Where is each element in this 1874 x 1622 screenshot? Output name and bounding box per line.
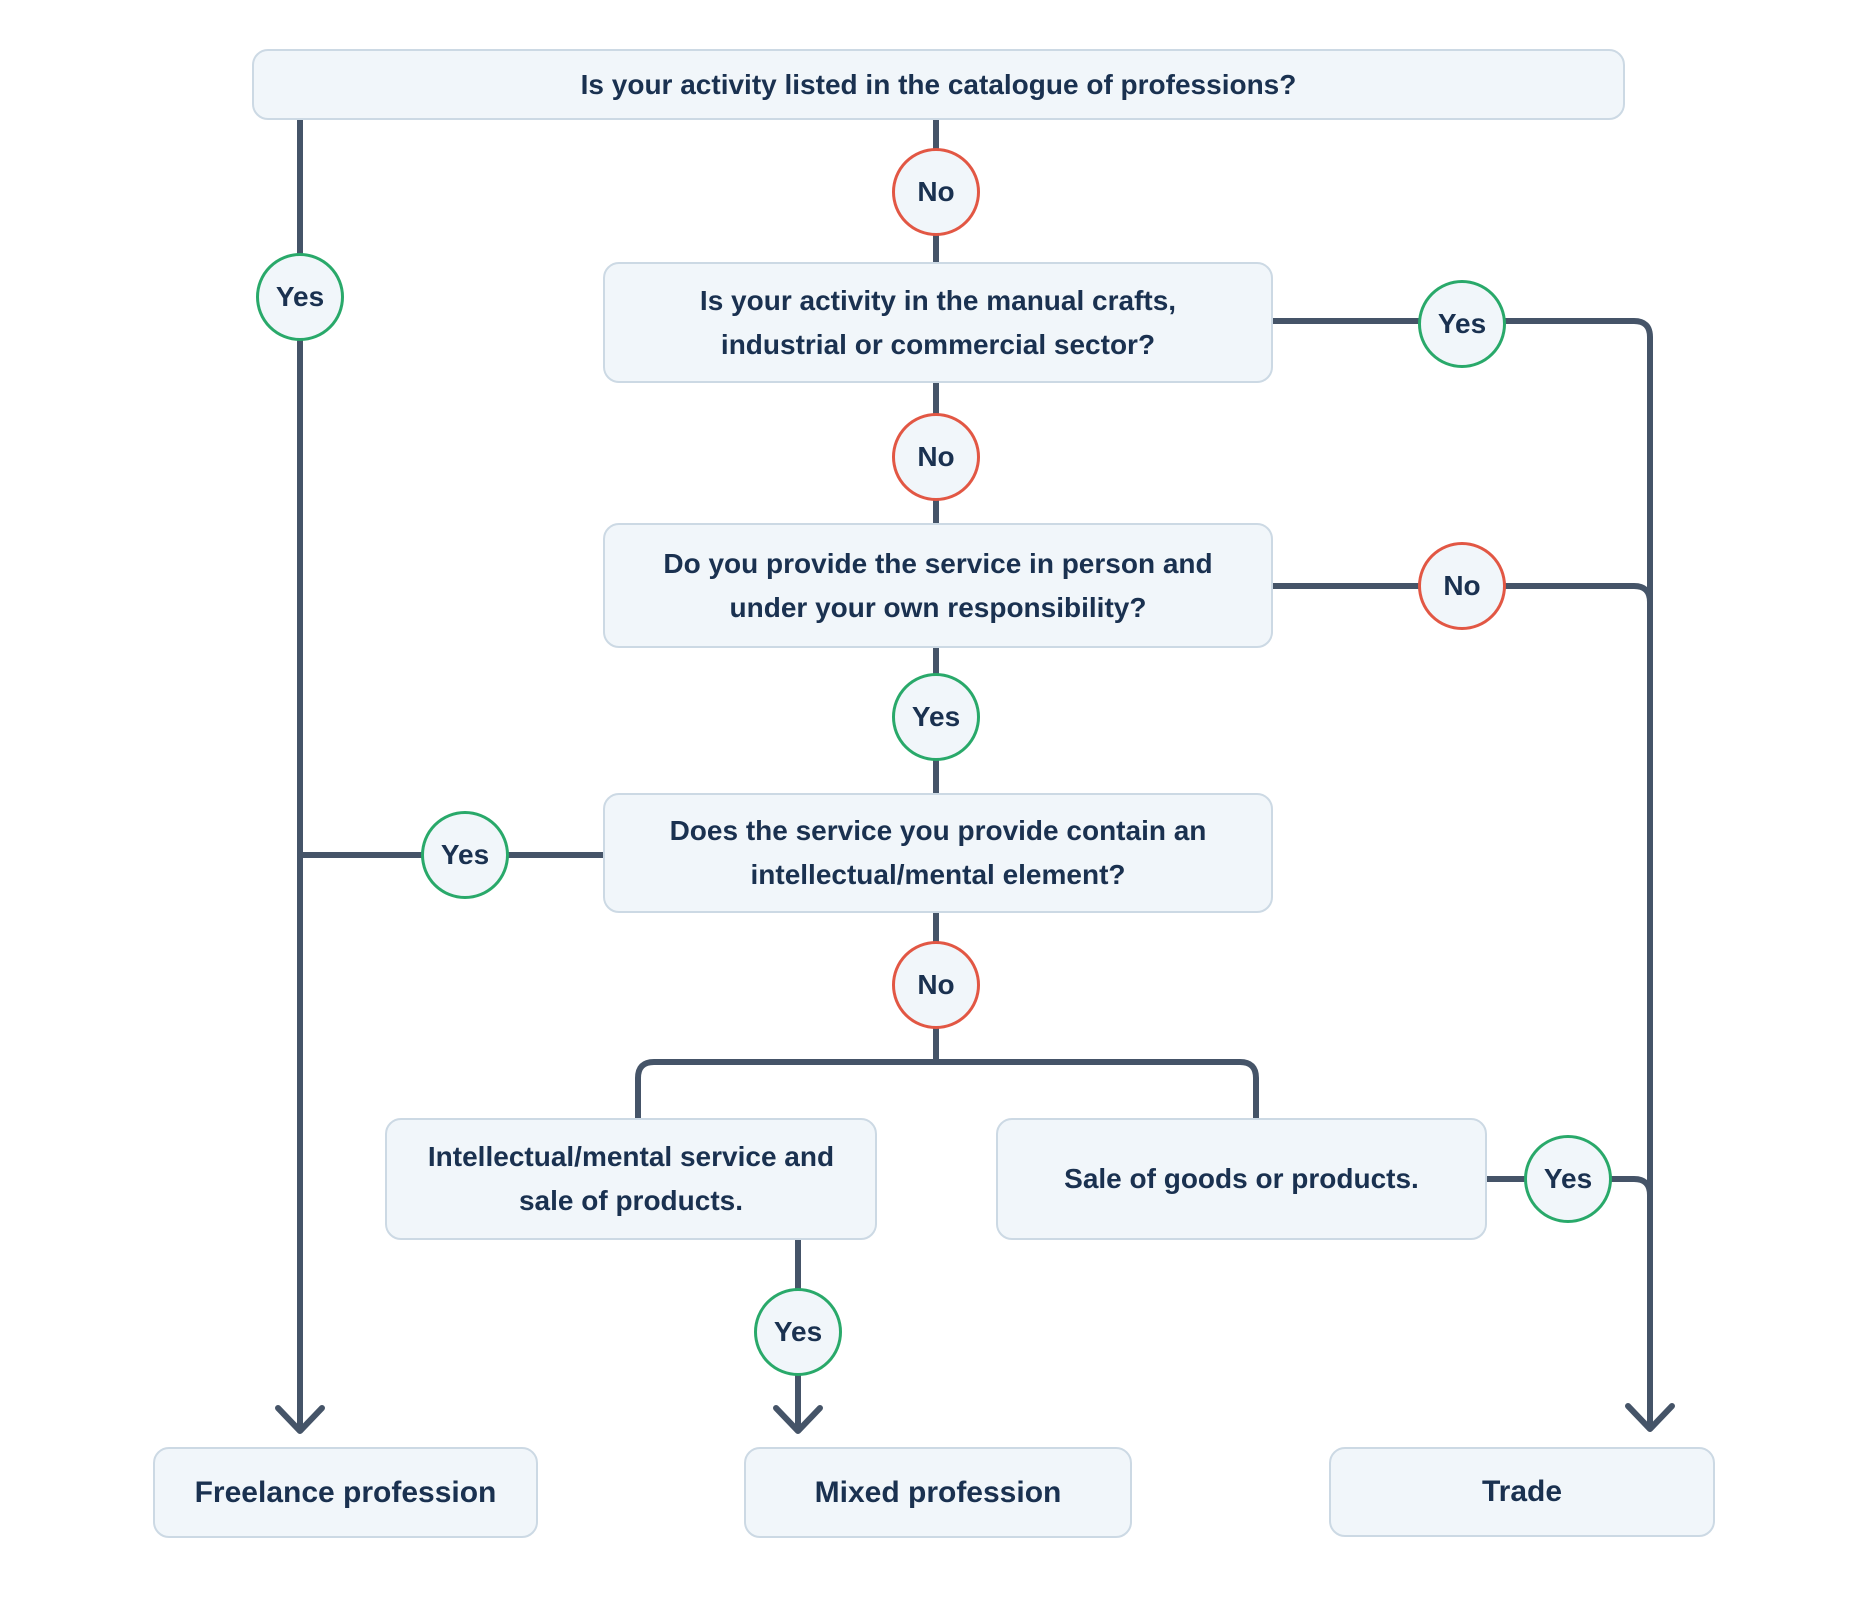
answer-badge-q3-yes: Yes [892,673,980,761]
answer-badge-q2-no: No [892,413,980,501]
connector-sale-yes-trade [1487,1176,1653,1196]
outcome-trade-label: Trade [1481,1475,1563,1508]
outcome-freelance-label: Freelance profession [194,1475,497,1509]
connector-q3-no-trade [1273,583,1653,603]
branch-box-intellectual-service-and-sale: Intellectual/mental service and sale of … [385,1118,877,1240]
decision-box-intellectual-element-line2: intellectual/mental element? [750,859,1126,890]
answer-badge-q2-yes: Yes [1418,280,1506,368]
connector-q2-yes-trade [1273,318,1653,1425]
connector-split-branches [635,1059,1259,1118]
outcome-mixed-label: Mixed profession [814,1475,1062,1509]
branch-box-intellectual-line1: Intellectual/mental service and [427,1141,835,1172]
arrowhead-trade [1625,1403,1675,1432]
branch-box-sale-text: Sale of goods or products. [1064,1163,1419,1194]
answer-badge-sale-yes: Yes [1524,1135,1612,1223]
outcome-box-trade: Trade [1329,1447,1715,1537]
decision-box-catalogue: Is your activity listed in the catalogue… [252,49,1625,120]
decision-box-in-person: Do you provide the service in person and… [603,523,1273,648]
outcome-box-freelance-profession: Freelance profession [153,1447,538,1538]
decision-box-intellectual-element: Does the service you provide contain an … [603,793,1273,913]
answer-badge-q4-yes: Yes [421,811,509,899]
answer-badge-q1-no: No [892,148,980,236]
decision-box-in-person-line1: Do you provide the service in person and [663,547,1213,579]
arrowhead-freelance [275,1405,325,1434]
decision-box-intellectual-element-line1: Does the service you provide contain an [669,815,1207,846]
answer-badge-q1-yes: Yes [256,253,344,341]
branch-box-sale-of-goods: Sale of goods or products. [996,1118,1487,1240]
answer-badge-q4-no: No [892,941,980,1029]
branch-box-intellectual-line2: sale of products. [518,1185,744,1216]
decision-box-sector-line1: Is your activity in the manual crafts, [699,284,1177,316]
decision-box-in-person-line2: under your own responsibility? [729,591,1147,623]
answer-badge-intellectual-yes: Yes [754,1288,842,1376]
decision-box-sector-line2: industrial or commercial sector? [720,328,1156,360]
answer-badge-q3-no: No [1418,542,1506,630]
arrowhead-mixed [773,1405,823,1434]
decision-box-sector: Is your activity in the manual crafts, i… [603,262,1273,383]
decision-box-catalogue-text: Is your activity listed in the catalogue… [580,68,1297,100]
outcome-box-mixed-profession: Mixed profession [744,1447,1132,1538]
